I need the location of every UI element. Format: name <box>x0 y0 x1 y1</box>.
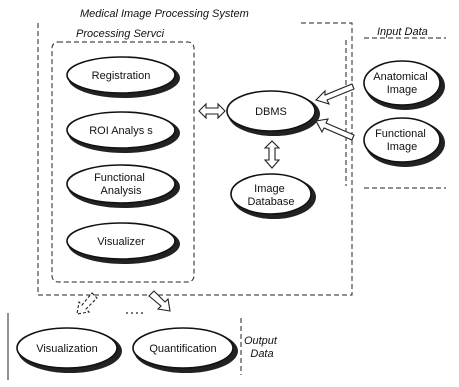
node-functional-analysis-line1: Functional <box>94 172 145 184</box>
node-functional-analysis: Functional Analysis <box>66 164 180 208</box>
node-anatomical-image: Anatomical Image <box>363 60 445 110</box>
node-roi-analysis: ROI Analys s <box>66 111 180 153</box>
node-visualizer-label: Visualizer <box>97 236 145 248</box>
node-dbms-line1: DBMS <box>255 106 287 118</box>
node-dbms: DBMS <box>226 90 320 136</box>
node-functional-image: Functional Image <box>363 117 445 167</box>
node-anatomical-image-label: Anatomical Image <box>373 71 430 96</box>
arrow-visualizer-visualization <box>76 292 98 315</box>
arrow-server-dbms <box>198 102 226 120</box>
node-functional-image-line2: Image <box>387 141 418 153</box>
node-image-database-label: Image Database <box>247 183 294 208</box>
node-roi-analysis-line1: ROI Analys s <box>89 125 153 137</box>
node-functional-image-shape <box>363 117 441 163</box>
node-quantification-line1: Quantification <box>149 343 216 355</box>
processing-server-title: Processing Servci <box>76 28 165 40</box>
node-registration: Registration <box>66 56 180 98</box>
node-quantification-label: Quantification <box>149 343 216 355</box>
node-registration-line1: Registration <box>92 70 151 82</box>
system-boundary <box>37 22 353 296</box>
arrow-functional-dbms <box>315 118 355 141</box>
node-quantification: Quantification <box>132 327 238 373</box>
arrow-anatomical-dbms <box>314 83 355 105</box>
node-anatomical-image-shape <box>363 60 441 106</box>
node-functional-image-line1: Functional <box>375 128 426 140</box>
node-functional-image-label: Functional Image <box>375 128 429 153</box>
node-visualizer: Visualizer <box>66 222 180 264</box>
node-visualization-line1: Visualization <box>36 343 98 355</box>
node-functional-analysis-label: Functional Analysis <box>94 172 148 197</box>
node-quantification-shape <box>132 327 234 369</box>
node-registration-shape <box>66 56 176 94</box>
node-dbms-shape <box>226 90 316 132</box>
node-dbms-label: DBMS <box>255 106 287 118</box>
node-visualization-shape <box>16 327 118 369</box>
node-image-database: Image Database <box>230 173 316 219</box>
output-data-title-line2: Data <box>250 348 273 360</box>
node-functional-analysis-shape <box>66 164 176 204</box>
arrow-server-quantification <box>148 290 171 312</box>
output-data-title: Output Data <box>244 335 280 360</box>
arrow-dbms-database <box>263 140 281 169</box>
node-roi-analysis-label: ROI Analys s <box>89 125 153 137</box>
node-registration-label: Registration <box>92 70 151 82</box>
output-data-title-line1: Output <box>244 335 278 347</box>
node-image-database-shape <box>230 173 312 215</box>
processing-server-boundary <box>51 41 195 283</box>
node-roi-analysis-shape <box>66 111 176 149</box>
node-image-database-line2: Database <box>247 196 294 208</box>
node-visualization: Visualization <box>16 327 122 373</box>
node-visualizer-shape <box>66 222 176 260</box>
node-visualization-label: Visualization <box>36 343 98 355</box>
node-image-database-line1: Image <box>254 183 285 195</box>
node-functional-analysis-line2: Analysis <box>101 185 142 197</box>
input-data-title: Input Data <box>377 26 428 38</box>
node-visualizer-line1: Visualizer <box>97 236 145 248</box>
node-anatomical-image-line2: Image <box>387 84 418 96</box>
system-title: Medical Image Processing System <box>80 8 249 20</box>
node-anatomical-image-line1: Anatomical <box>373 71 427 83</box>
